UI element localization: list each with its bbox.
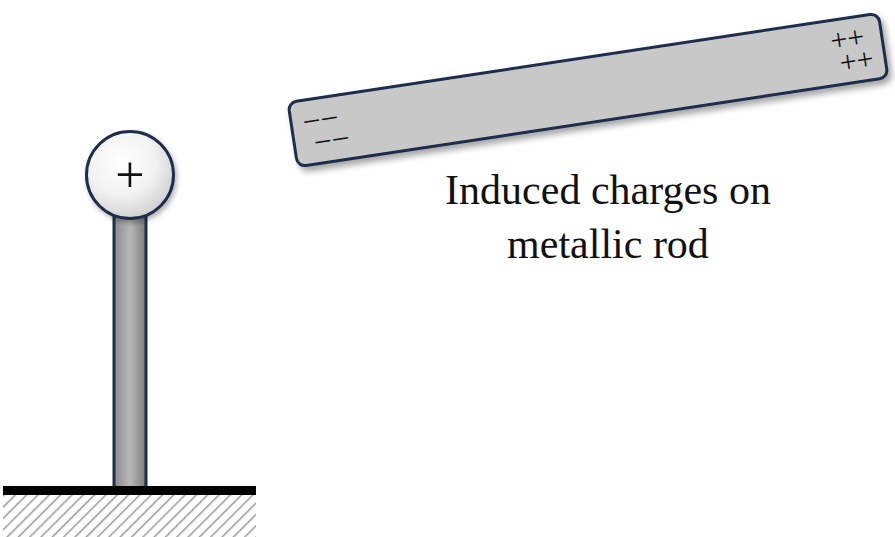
charged-sphere: + — [85, 130, 175, 220]
ground-hatch — [3, 495, 256, 537]
induced-positive-charge: ++ — [838, 43, 876, 78]
induced-negative-charge: −− — [311, 121, 351, 158]
metallic-rod: −−−−++++ — [286, 12, 889, 169]
charge-sign: + — [115, 149, 144, 201]
caption-text: Induced charges on metallic rod — [413, 163, 803, 271]
insulating-stand — [114, 205, 146, 488]
ground-line — [3, 486, 256, 495]
